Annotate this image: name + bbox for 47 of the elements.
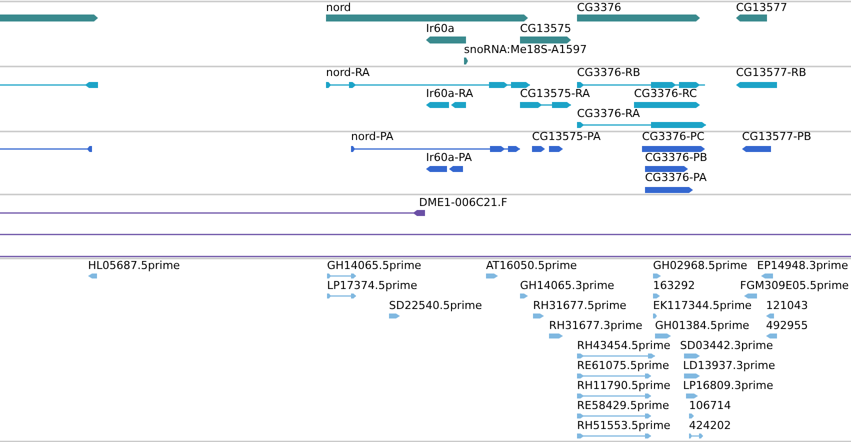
feature-label: LD13937.3prime (683, 360, 776, 372)
feature-label: nord-PA (351, 131, 394, 143)
feature-label: LP16809.3prime (683, 380, 774, 392)
feature-label: AT16050.5prime (486, 260, 577, 272)
feature-label: HL05687.5prime (88, 260, 180, 272)
feature-label: CG3376-PC (642, 131, 704, 143)
feature-label: Ir60a (426, 23, 455, 35)
feature-label: SD03442.3prime (680, 340, 773, 352)
feature-label: GH02968.5prime (653, 260, 748, 272)
feature-label: CG3376-PA (645, 172, 707, 184)
feature-label: 106714 (689, 400, 731, 412)
feature-label: nord (326, 2, 352, 14)
feature-label: RH51553.5prime (577, 420, 670, 432)
feature-label: EK117344.5prime (653, 300, 752, 312)
feature-label: CG13575-PA (532, 131, 601, 143)
feature-label: CG13575-RA (520, 88, 590, 100)
feature-label: DME1-006C21.F (419, 197, 508, 209)
feature-label: CG13575 (520, 23, 572, 35)
feature-label: nord-RA (326, 67, 370, 79)
feature-label: 121043 (766, 300, 808, 312)
feature-label: LP17374.5prime (327, 280, 418, 292)
feature-label: 492955 (766, 320, 808, 332)
feature-label: SD22540.5prime (389, 300, 482, 312)
feature-label: RH43454.5prime (577, 340, 670, 352)
feature-label: Ir60a-RA (426, 88, 474, 100)
feature-label: GH01384.5prime (655, 320, 750, 332)
feature-label: RH31677.3prime (549, 320, 642, 332)
feature-label: 424202 (689, 420, 731, 432)
feature-label: EP14948.3prime (757, 260, 848, 272)
feature-label: CG3376-RC (634, 88, 697, 100)
feature-label: CG13577-PB (742, 131, 812, 143)
feature-label: CG13577 (736, 2, 788, 14)
feature-label: RE58429.5prime (577, 400, 670, 412)
feature-label: 163292 (653, 280, 695, 292)
feature-label: Ir60a-PA (426, 152, 472, 164)
feature-label: RH11790.5prime (577, 380, 670, 392)
feature-label: GH14065.3prime (520, 280, 614, 292)
feature-label: snoRNA:Me18S-A1597 (464, 44, 587, 56)
feature-label: GH14065.5prime (327, 260, 422, 272)
feature-label: CG3376-RB (577, 67, 640, 79)
feature-label: RH31677.5prime (533, 300, 626, 312)
feature-label: FGM309E05.5prime (740, 280, 849, 292)
feature-label: CG3376-PB (645, 152, 708, 164)
feature-label: CG3376 (577, 2, 622, 14)
feature-label: CG3376-RA (577, 108, 640, 120)
feature-label: RE61075.5prime (577, 360, 670, 372)
feature-label: CG13577-RB (736, 67, 806, 79)
